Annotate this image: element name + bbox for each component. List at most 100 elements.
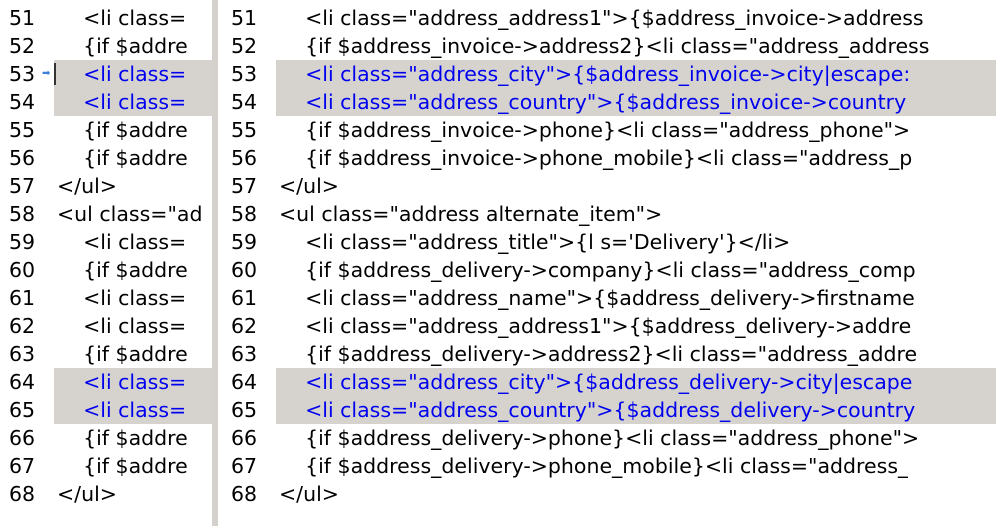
code-line[interactable]: 51 <li class="address_address1">{$addres… [218,4,996,32]
line-number: 51 [231,6,258,30]
line-code: </ul> [279,482,339,506]
code-line[interactable]: 62 <li class= [0,312,212,340]
line-code: <ul class="ad [57,202,203,226]
line-number: 60 [9,258,36,282]
line-number: 66 [231,426,258,450]
code-line[interactable]: 63 {if $addre [0,340,212,368]
change-highlight [276,396,996,424]
line-number: 52 [9,34,36,58]
line-code: <li class="address_title">{l s='Delivery… [279,230,791,254]
line-code: {if $address_invoice->phone_mobile}<li c… [279,146,913,170]
line-number: 54 [9,90,36,114]
pane-splitter[interactable] [212,0,218,526]
line-code: {if $addre [57,426,188,450]
line-code: <li class="address_address1">{$address_i… [279,6,924,30]
line-code: <li class="address_city">{$address_invoi… [279,62,911,86]
code-line[interactable]: 58 <ul class="address alternate_item"> [218,200,996,228]
line-code: {if $address_delivery->phone_mobile}<li … [279,454,909,478]
code-line[interactable]: 56 {if $address_invoice->phone_mobile}<l… [218,144,996,172]
code-line[interactable]: 57</ul> [218,172,996,200]
code-line[interactable]: 59 <li class="address_title">{l s='Deliv… [218,228,996,256]
code-line[interactable]: 59 <li class= [0,228,212,256]
line-code: <li class= [57,370,187,394]
line-code: {if $addre [57,146,188,170]
line-number: 63 [9,342,36,366]
code-line[interactable]: 61 <li class="address_name">{$address_de… [218,284,996,312]
code-line[interactable]: 55 {if $addre [0,116,212,144]
change-highlight [276,368,996,396]
code-line[interactable]: 66 {if $address_delivery->phone}<li clas… [218,424,996,452]
change-highlight [54,396,212,424]
right-diff-pane[interactable]: 51 <li class="address_address1">{$addres… [218,0,996,526]
line-number: 59 [9,230,36,254]
changed-line[interactable]: 54 <li class="address_country">{$address… [218,88,996,116]
changed-line[interactable]: 65 <li class= [0,396,212,424]
line-code: <li class="address_name">{$address_deliv… [279,286,915,310]
code-line[interactable]: 52 {if $addre [0,32,212,60]
line-code: <ul class="address alternate_item"> [279,202,663,226]
line-number: 56 [9,146,36,170]
change-highlight [54,368,212,396]
line-number: 62 [9,314,36,338]
line-code: <li class= [57,286,187,310]
code-line[interactable]: 63 {if $address_delivery->address2}<li c… [218,340,996,368]
code-line[interactable]: 67 {if $addre [0,452,212,480]
change-highlight [54,88,212,116]
changed-line[interactable]: 64 <li class="address_city">{$address_de… [218,368,996,396]
changed-line[interactable]: 54 <li class= [0,88,212,116]
code-line[interactable]: 60 {if $address_delivery->company}<li cl… [218,256,996,284]
code-line[interactable]: 66 {if $addre [0,424,212,452]
line-number: 64 [231,370,258,394]
line-number: 64 [9,370,36,394]
code-line[interactable]: 55 {if $address_invoice->phone}<li class… [218,116,996,144]
line-number: 68 [231,482,258,506]
changed-line[interactable]: 53 <li class="address_city">{$address_in… [218,60,996,88]
line-number: 55 [9,118,36,142]
code-line[interactable]: 57</ul> [0,172,212,200]
line-number: 54 [231,90,258,114]
change-highlight [276,60,996,88]
code-line[interactable]: 56 {if $addre [0,144,212,172]
line-number: 65 [9,398,36,422]
line-code: {if $address_delivery->company}<li class… [279,258,916,282]
line-code: <li class="address_city">{$address_deliv… [279,370,913,394]
changed-line[interactable]: 65 <li class="address_country">{$address… [218,396,996,424]
line-code: <li class="address_address1">{$address_d… [279,314,912,338]
code-line[interactable]: 60 {if $addre [0,256,212,284]
line-number: 61 [9,286,36,310]
line-number: 58 [9,202,36,226]
line-number: 52 [231,34,258,58]
line-code: <li class="address_country">{$address_de… [279,398,916,422]
line-code: <li class= [57,230,187,254]
code-line[interactable]: 67 {if $address_delivery->phone_mobile}<… [218,452,996,480]
code-line[interactable]: 58 <ul class="ad [0,200,212,228]
line-number: 68 [9,482,36,506]
line-code: </ul> [57,174,117,198]
code-line[interactable]: 68 </ul> [0,480,212,508]
line-code: {if $addre [57,454,188,478]
line-number: 56 [231,146,258,170]
change-highlight [276,88,996,116]
line-number: 67 [9,454,36,478]
arrow-right-icon: ➡ [42,68,51,79]
line-code: {if $addre [57,258,188,282]
line-code: {if $addre [57,34,188,58]
code-line[interactable]: 52 {if $address_invoice->address2}<li cl… [218,32,996,60]
line-number: 60 [231,258,258,282]
line-code: </ul> [57,482,117,506]
code-line[interactable]: 68 </ul> [218,480,996,508]
line-code: {if $address_delivery->address2}<li clas… [279,342,918,366]
line-code: <li class= [57,90,187,114]
line-number: 66 [9,426,36,450]
code-line[interactable]: 61 <li class= [0,284,212,312]
changed-line[interactable]: 64 <li class= [0,368,212,396]
code-line[interactable]: 62 <li class="address_address1">{$addres… [218,312,996,340]
line-code: <li class= [57,62,187,86]
changed-line[interactable]: 53➡ <li class= [0,60,212,88]
line-number: 58 [231,202,258,226]
line-code: {if $addre [57,342,188,366]
line-number: 63 [231,342,258,366]
code-line[interactable]: 51 <li class= [0,4,212,32]
line-number: 55 [231,118,258,142]
